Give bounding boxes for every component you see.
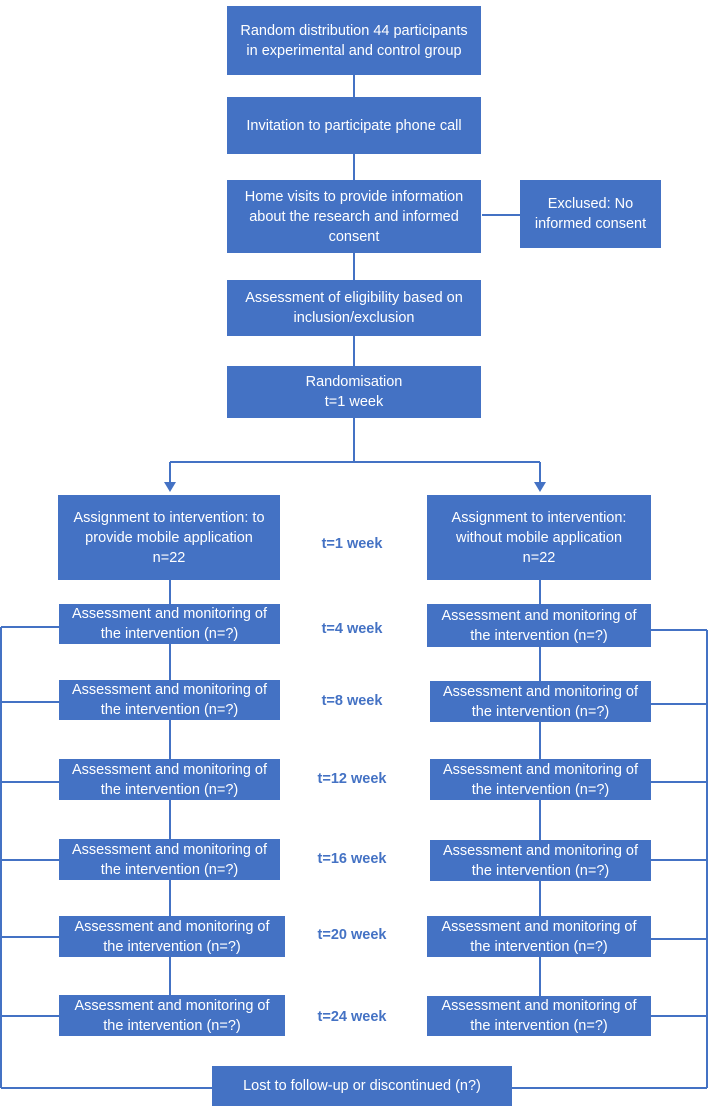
assessment-right-2: Assessment and monitoring of the interve…: [430, 681, 651, 722]
home-visits-box: Home visits to provide information about…: [227, 180, 481, 253]
timepoint-label: t=16 week: [317, 851, 387, 867]
timepoint-label: t=12 week: [317, 771, 387, 787]
timepoint-label: t=24 week: [317, 1009, 387, 1025]
assessment-right-6: Assessment and monitoring of the interve…: [427, 996, 651, 1036]
assessment-right-4: Assessment and monitoring of the interve…: [430, 840, 651, 881]
assessment-right-2-text: Assessment and monitoring of the interve…: [442, 683, 639, 720]
assessment-left-4-text: Assessment and monitoring of the interve…: [71, 841, 268, 878]
randomisation-title: Randomisation: [305, 374, 403, 390]
assessment-left-6: Assessment and monitoring of the interve…: [59, 995, 285, 1036]
assignment-left-n: n=22: [152, 549, 186, 566]
assessment-left-4: Assessment and monitoring of the interve…: [59, 839, 280, 880]
home-visits-text: Home visits to provide information about…: [244, 188, 464, 245]
assessment-left-1-text: Assessment and monitoring of the interve…: [71, 606, 268, 642]
assessment-right-6-text: Assessment and monitoring of the interve…: [441, 998, 637, 1034]
timepoint-label: t=8 week: [321, 693, 383, 709]
assessment-right-5: Assessment and monitoring of the interve…: [427, 916, 651, 957]
random-distribution-box: Random distribution 44 participants in e…: [227, 6, 481, 75]
randomisation-time: t=1 week: [324, 394, 384, 410]
eligibility-text: Assessment of eligibility based on inclu…: [245, 290, 463, 326]
assignment-right-text: Assignment to intervention: without mobi…: [451, 509, 627, 546]
assignment-left-box: Assignment to intervention: to provide m…: [58, 495, 280, 580]
assessment-left-1: Assessment and monitoring of the interve…: [59, 604, 280, 644]
assessment-right-3: Assessment and monitoring of the interve…: [430, 759, 651, 800]
timepoint-label: t=20 week: [317, 927, 387, 943]
assessment-left-5: Assessment and monitoring of the interve…: [59, 916, 285, 957]
timepoint-label: t=4 week: [321, 621, 383, 637]
assignment-right-n: n=22: [522, 549, 556, 566]
assignment-right-box: Assignment to intervention: without mobi…: [427, 495, 651, 580]
excluded-box: Exclused: No informed consent: [520, 180, 661, 248]
lost-to-followup-text: Lost to follow-up or discontinued (n?): [243, 1078, 481, 1094]
invitation-box: Invitation to participate phone call: [227, 97, 481, 154]
lost-to-followup-box: Lost to follow-up or discontinued (n?): [212, 1066, 512, 1106]
assessment-right-3-text: Assessment and monitoring of the interve…: [442, 761, 639, 798]
assessment-right-5-text: Assessment and monitoring of the interve…: [441, 918, 637, 955]
invitation-text: Invitation to participate phone call: [246, 117, 462, 134]
assessment-right-1-text: Assessment and monitoring of the interve…: [441, 607, 637, 644]
assessment-left-6-text: Assessment and monitoring of the interve…: [74, 997, 270, 1034]
excluded-text: Exclused: No informed consent: [534, 196, 647, 232]
assessment-left-3-text: Assessment and monitoring of the interve…: [71, 761, 268, 798]
random-distribution-text: Random distribution 44 participants in e…: [240, 22, 468, 59]
arrowhead-right-icon: [534, 482, 546, 492]
eligibility-box: Assessment of eligibility based on inclu…: [227, 280, 481, 336]
assessment-left-2-text: Assessment and monitoring of the interve…: [71, 682, 268, 718]
assessment-right-1: Assessment and monitoring of the interve…: [427, 604, 651, 647]
assessment-right-4-text: Assessment and monitoring of the interve…: [442, 842, 639, 879]
arrowhead-left-icon: [164, 482, 176, 492]
randomisation-box: Randomisation t=1 week: [227, 366, 481, 418]
assessment-left-5-text: Assessment and monitoring of the interve…: [74, 918, 270, 955]
assessment-left-2: Assessment and monitoring of the interve…: [59, 680, 280, 720]
assessment-left-3: Assessment and monitoring of the interve…: [59, 759, 280, 800]
timepoint-label: t=1 week: [321, 536, 383, 552]
assignment-left-text: Assignment to intervention: to provide m…: [73, 509, 265, 546]
